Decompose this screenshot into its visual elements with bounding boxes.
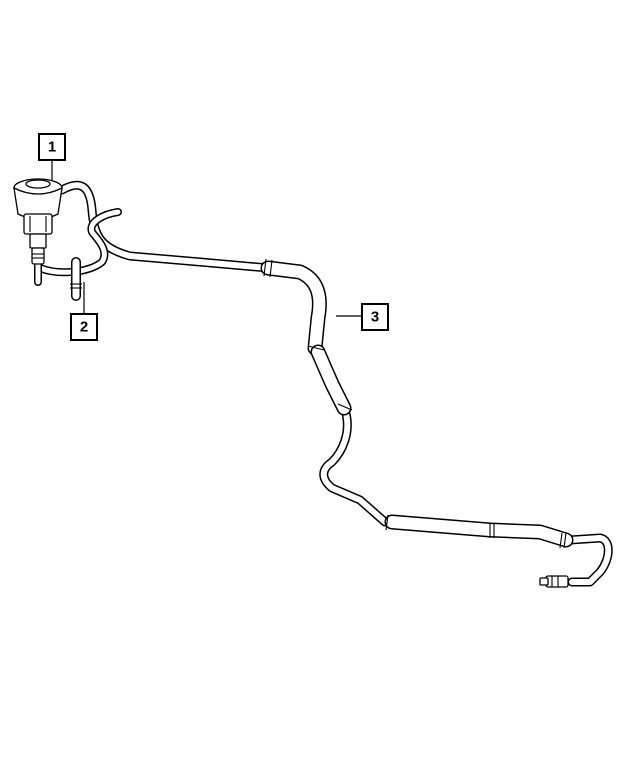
vapor-canister (13, 178, 63, 265)
vent-hose (34, 208, 122, 301)
callout-3: 3 (361, 303, 389, 331)
hose-assembly (57, 180, 613, 588)
callout-label-3: 3 (371, 309, 379, 326)
callout-1: 1 (38, 133, 66, 161)
callout-2: 2 (70, 313, 98, 341)
callout-label-1: 1 (48, 139, 56, 156)
callout-label-2: 2 (80, 319, 88, 336)
